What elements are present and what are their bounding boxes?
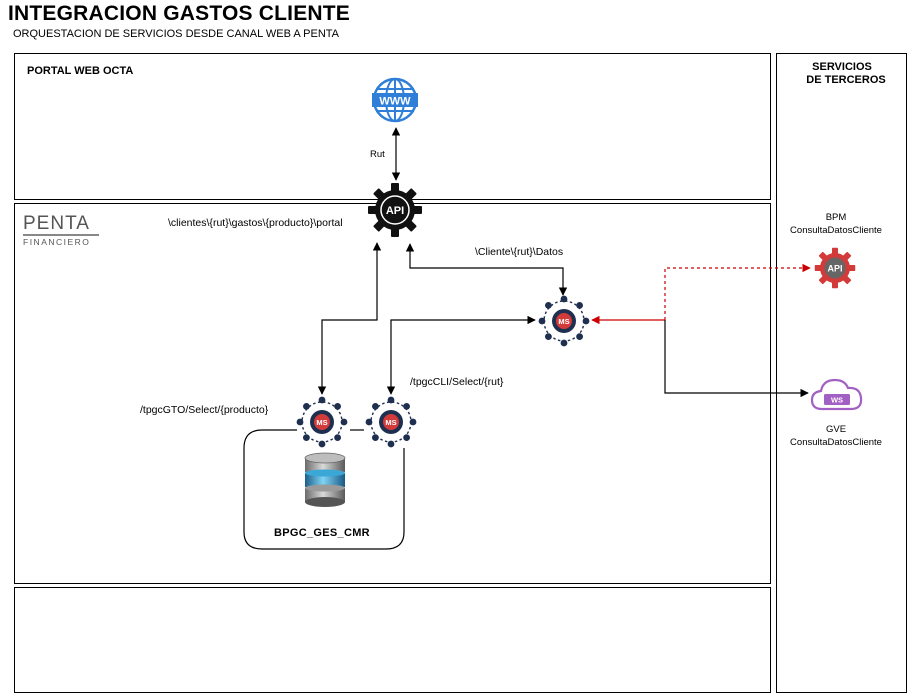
- terceros-panel: [776, 53, 907, 693]
- bottom-panel: [14, 587, 771, 693]
- microservice-icon-cli: MS: [364, 395, 418, 454]
- portal-web-label: PORTAL WEB OCTA: [27, 65, 134, 77]
- rut-label: Rut: [370, 149, 385, 160]
- ms-text: MS: [558, 317, 569, 326]
- globe-icon: WWW: [372, 77, 418, 128]
- bpm-api-text: API: [827, 263, 842, 273]
- logo-word: PENTA: [23, 213, 90, 234]
- api-gear-icon: API: [367, 182, 423, 243]
- ms-text: MS: [385, 418, 396, 427]
- database-icon: [303, 452, 347, 519]
- microservice-icon-orchestrator: MS: [537, 294, 591, 353]
- api-gateway-text: API: [386, 205, 404, 217]
- ws-text: WS: [831, 396, 843, 405]
- logo-rule: [23, 234, 99, 236]
- cloud-ws-icon: WS: [810, 375, 864, 418]
- tpgcgto-label: /tpgcGTO/Select/{producto}: [140, 404, 269, 416]
- tpgccli-label: /tpgcCLI/Select/{rut}: [410, 376, 504, 388]
- terceros-label-line1: SERVICIOS: [812, 61, 872, 73]
- microservice-icon-gto: MS: [295, 395, 349, 454]
- api-orchestrator-link: [405, 243, 568, 296]
- ms-text: MS: [316, 418, 327, 427]
- bpm-api-gear-icon: API: [814, 247, 856, 294]
- page-title: INTEGRACION GASTOS CLIENTE: [8, 2, 350, 25]
- gve-op-label: ConsultaDatosCliente: [790, 437, 882, 448]
- bpm-op-label: ConsultaDatosCliente: [790, 225, 882, 236]
- api-gto-link: [317, 242, 382, 395]
- portal-path-label: \clientes\{rut}\gastos\{producto}\portal: [168, 217, 343, 229]
- penta-financiero-logo: PENTA FINANCIERO: [23, 214, 99, 248]
- gve-link: [664, 320, 809, 398]
- orchestrator-cli-link: [386, 315, 536, 395]
- db-container: [243, 429, 405, 550]
- gve-name-label: GVE: [825, 424, 847, 435]
- page-subtitle: ORQUESTACION DE SERVICIOS DESDE CANAL WE…: [13, 28, 339, 40]
- bpm-dashed-link: [664, 263, 811, 320]
- bpm-name-label: BPM: [825, 212, 847, 223]
- logo-sub: FINANCIERO: [23, 237, 91, 247]
- globe-text: WWW: [379, 96, 411, 108]
- db-name-label: BPGC_GES_CMR: [274, 527, 370, 539]
- cliente-datos-label: \Cliente\{rut}\Datos: [475, 246, 564, 258]
- terceros-label-line2: DE TERCEROS: [806, 74, 886, 86]
